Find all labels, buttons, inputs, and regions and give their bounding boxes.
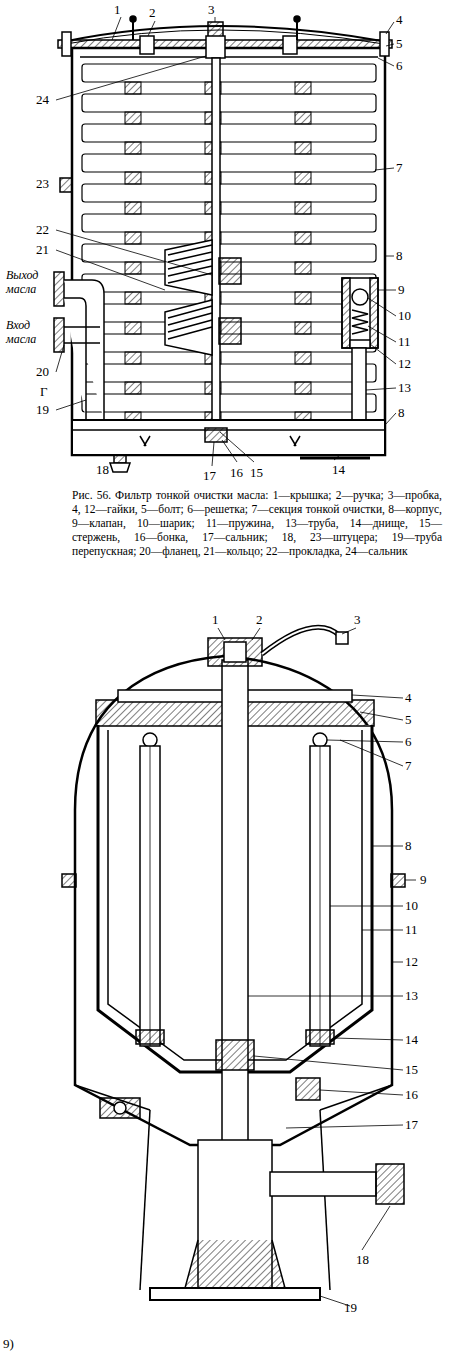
callout-number: 6 xyxy=(396,58,403,73)
callout-number: 1 xyxy=(114,2,121,17)
callout-number: 21 xyxy=(36,242,49,257)
callout-number: 24 xyxy=(36,92,49,107)
callout-number: 9 xyxy=(420,872,427,887)
callout-number: 17 xyxy=(203,468,216,483)
callout-number: 16 xyxy=(230,465,243,480)
callout-number: 2 xyxy=(149,5,156,20)
callout-number: 8 xyxy=(405,838,412,853)
figure-caption: Рис. 56. Фильтр тонкой очистки масла: 1—… xyxy=(72,488,442,558)
callout-number: 7 xyxy=(405,758,412,773)
callout-number: 9) xyxy=(3,1336,14,1351)
callout-number: 6 xyxy=(405,734,412,749)
callout-number: 12 xyxy=(398,356,411,371)
callout-number: 11 xyxy=(405,922,418,937)
callout-number: 16 xyxy=(405,1087,418,1102)
callout-number: 3 xyxy=(354,612,361,627)
callout-number: 5 xyxy=(405,712,412,727)
callout-number: 3 xyxy=(208,2,215,17)
callout-number: 8 xyxy=(396,248,403,263)
callout-number: 23 xyxy=(36,176,49,191)
callout-number: 4 xyxy=(396,12,403,27)
callout-number: 15 xyxy=(250,465,263,480)
callout-number: 10 xyxy=(405,898,418,913)
callout-number: 2 xyxy=(256,612,263,627)
flow-label: Вход масла xyxy=(6,318,50,346)
callout-number: 5 xyxy=(396,36,403,51)
callout-number: 22 xyxy=(36,222,49,237)
callout-number: 18 xyxy=(356,1252,369,1267)
flow-label: Выход масла xyxy=(6,268,50,296)
callout-number: 10 xyxy=(398,308,411,323)
callout-number: 14 xyxy=(332,462,345,477)
callout-number: 20 xyxy=(36,364,49,379)
callout-number: 15 xyxy=(405,1062,418,1077)
callout-number: 18 xyxy=(96,462,109,477)
callout-number: 17 xyxy=(405,1117,418,1132)
callout-number: 13 xyxy=(405,988,418,1003)
callout-number: 8 xyxy=(398,405,405,420)
callout-number: 11 xyxy=(398,334,411,349)
callout-number: 9 xyxy=(398,282,405,297)
callout-number: 12 xyxy=(405,954,418,969)
callout-number: 7 xyxy=(396,160,403,175)
callout-number: 19 xyxy=(36,402,49,417)
callout-number: 4 xyxy=(405,690,412,705)
callout-number: 19 xyxy=(344,1300,357,1315)
callout-number: Г xyxy=(40,384,48,399)
callout-number: 13 xyxy=(398,380,411,395)
callout-number: 1 xyxy=(212,612,219,627)
callout-number: 14 xyxy=(405,1032,418,1047)
